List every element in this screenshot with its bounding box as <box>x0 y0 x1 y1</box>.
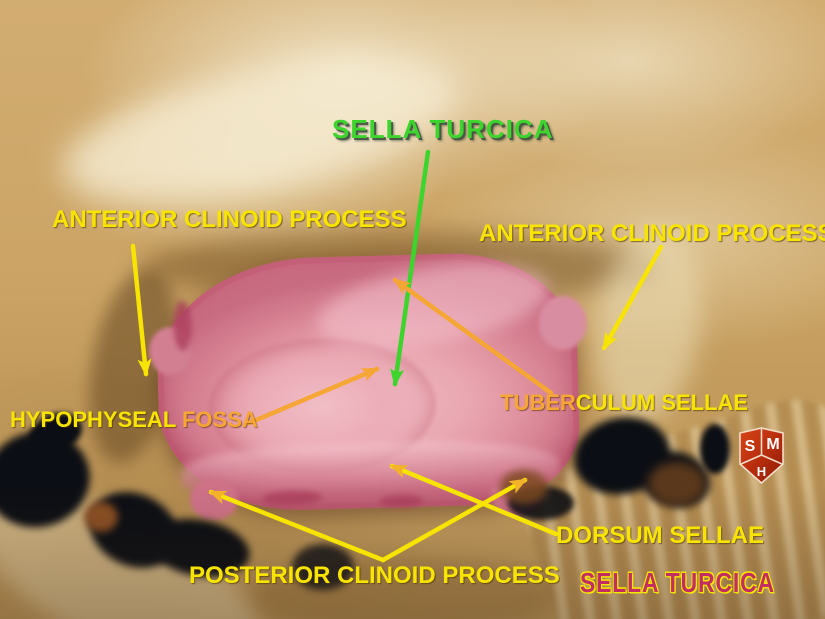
logo-letter-m: M <box>766 436 779 453</box>
label-anterior-clinoid-right: ANTERIOR CLINOID PROCESS <box>479 220 825 247</box>
label-sella-turcica-title: SELLA TURCICA <box>332 114 554 144</box>
label-hypophyseal-fossa: HYPOPHYSEAL FOSSA <box>10 408 258 431</box>
label-fossa-part: FOSSA <box>181 407 258 432</box>
rust-spot <box>648 462 706 506</box>
label-posterior-clinoid: POSTERIOR CLINOID PROCESS <box>189 562 560 589</box>
bone-gap <box>700 424 730 474</box>
logo-cube-lines <box>740 429 783 465</box>
rust-spot <box>84 502 118 532</box>
label-tuber-part: TUBER <box>500 390 576 415</box>
label-tuberculum-sellae: TUBERCULUM SELLAE <box>500 391 748 414</box>
smh-logo: S M H <box>739 427 784 485</box>
watermark-sella-turcica: SELLA TURCICA <box>580 565 775 599</box>
logo-letter-h: H <box>757 464 766 479</box>
label-hypophyseal-part: HYPOPHYSEAL <box>10 407 182 432</box>
label-dorsum-sellae: DORSUM SELLAE <box>556 522 765 549</box>
logo-letter-s: S <box>745 438 756 455</box>
label-culum-sellae-part: CULUM SELLAE <box>575 390 749 415</box>
label-anterior-clinoid-left: ANTERIOR CLINOID PROCESS <box>52 206 407 233</box>
